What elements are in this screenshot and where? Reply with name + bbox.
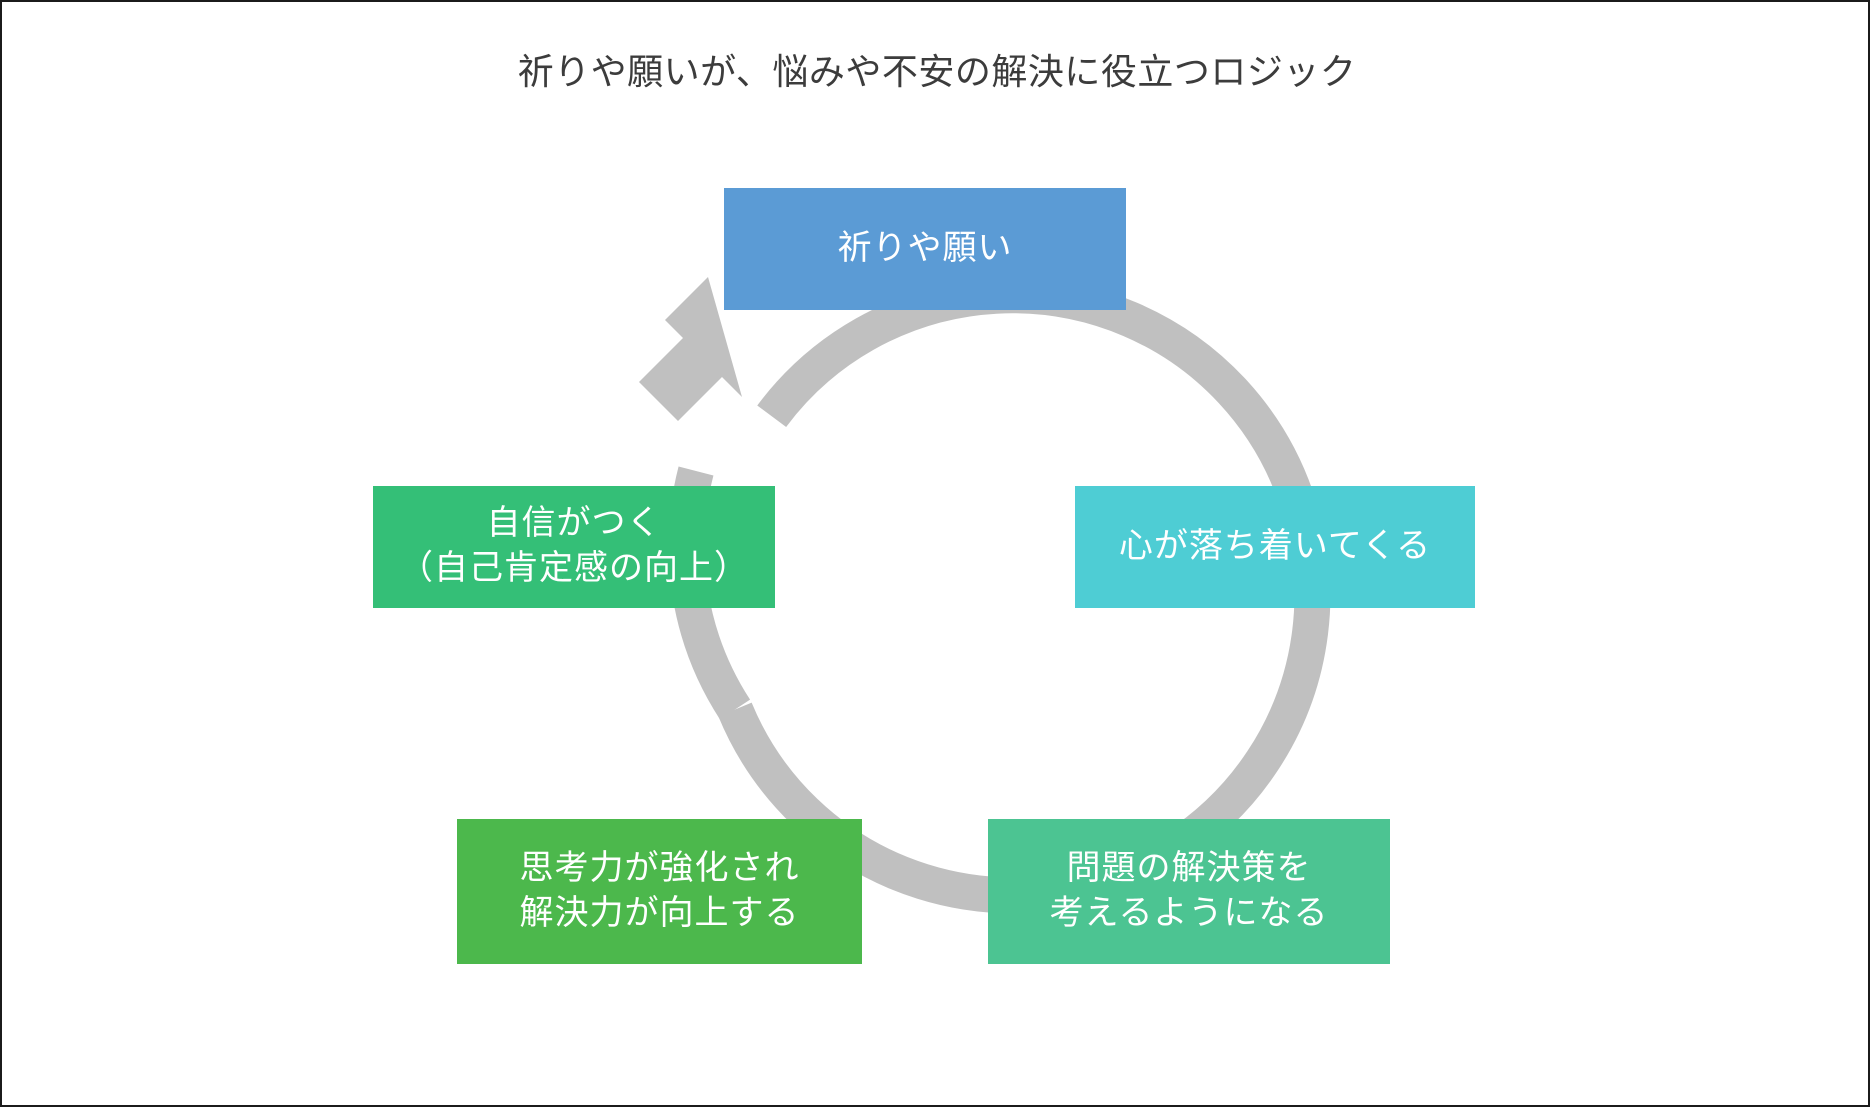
cycle-node-calm[interactable]: 心が落ち着いてくる <box>1075 486 1475 608</box>
cycle-node-solution[interactable]: 問題の解決策を 考えるようになる <box>988 819 1390 964</box>
cycle-node-thinking[interactable]: 思考力が強化され 解決力が向上する <box>457 819 862 964</box>
cycle-node-prayer-label: 祈りや願い <box>837 229 1013 267</box>
cycle-node-confidence-label: 自信がつく （自己肯定感の向上） <box>399 505 749 587</box>
cycle-node-confidence[interactable]: 自信がつく （自己肯定感の向上） <box>373 486 775 608</box>
cycle-node-solution-label: 問題の解決策を 考えるようになる <box>1049 849 1329 932</box>
cycle-node-thinking-label: 思考力が強化され 解決力が向上する <box>519 849 800 932</box>
cycle-node-prayer[interactable]: 祈りや願い <box>724 188 1126 310</box>
cycle-node-calm-label: 心が落ち着いてくる <box>1118 527 1432 565</box>
cycle-arrow-head-icon <box>639 277 742 421</box>
page-title: 祈りや願いが、悩みや不安の解決に役立つロジック <box>517 52 1357 92</box>
